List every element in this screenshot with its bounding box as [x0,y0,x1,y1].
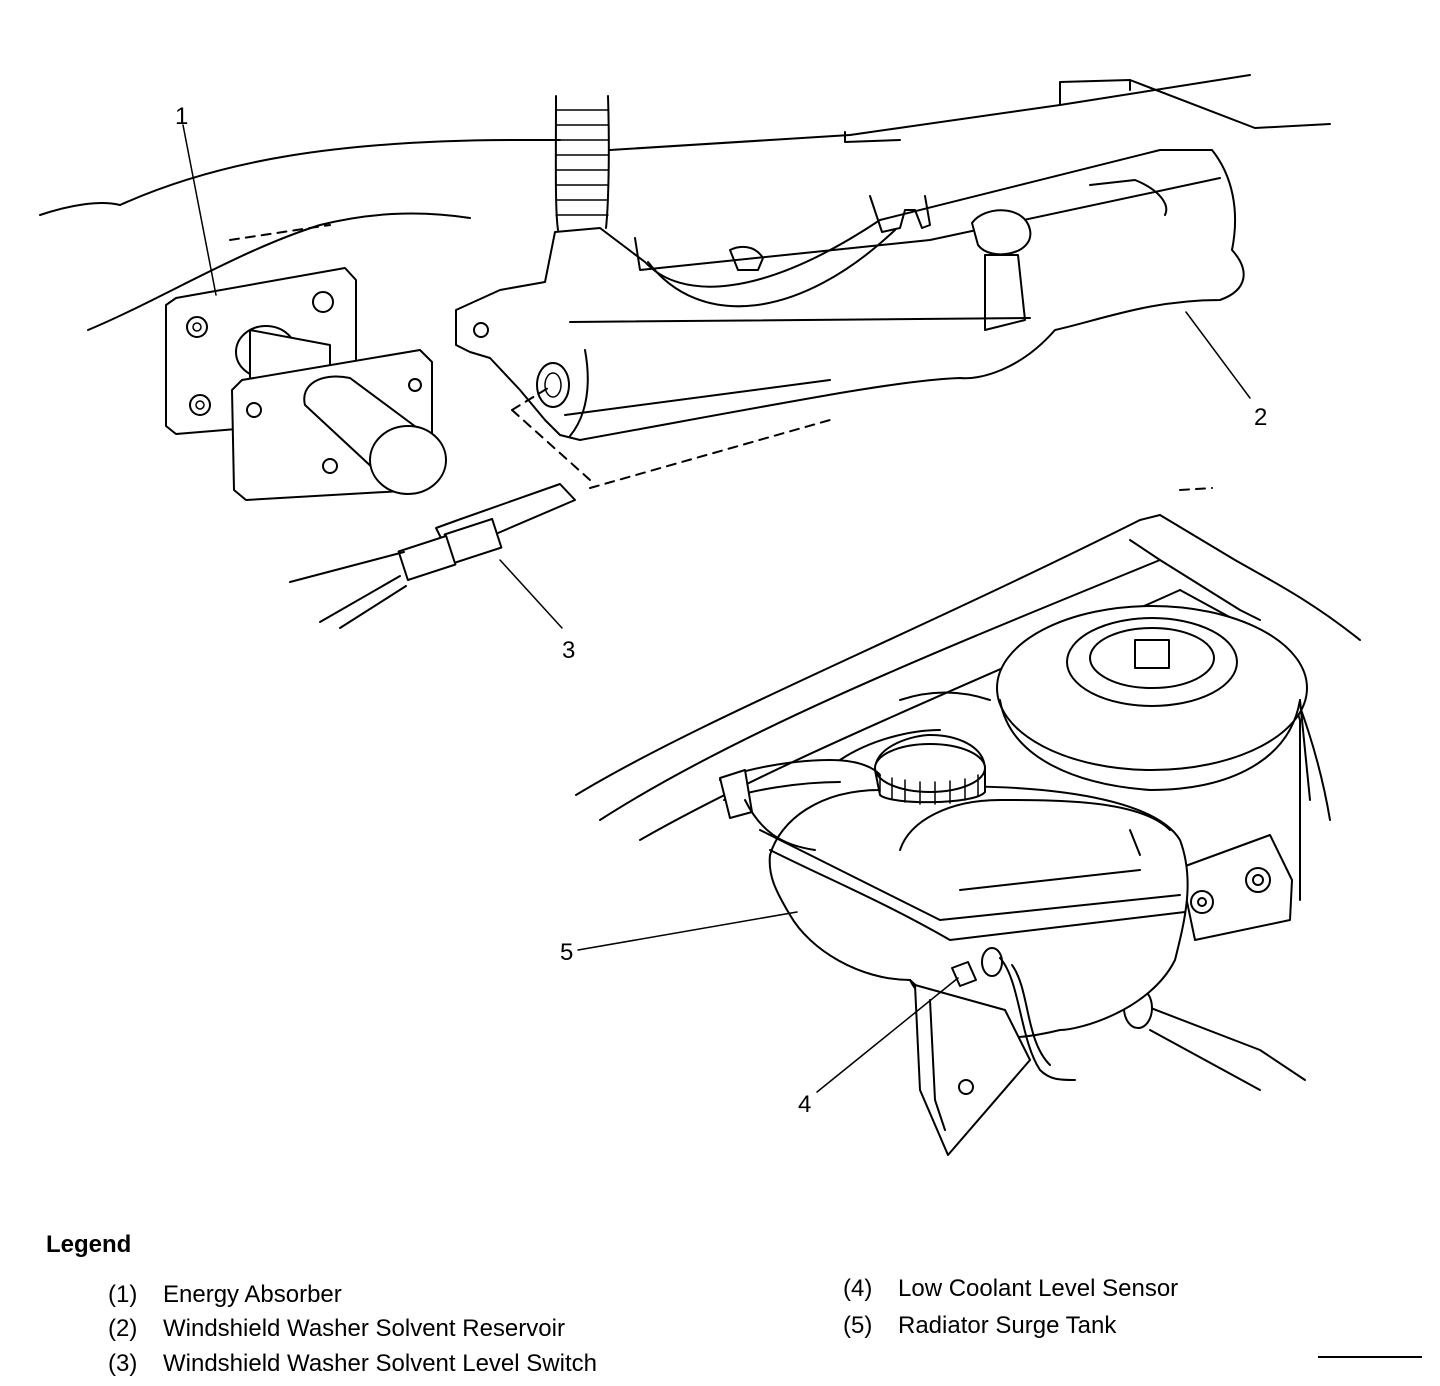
line-drawing: 1 2 3 [39,74,1361,1156]
callout-leader-2 [1185,311,1251,399]
callout-label-1: 1 [175,103,188,130]
legend-item-number: (5) [843,1312,873,1339]
legend-item-4: (4) Low Coolant Level Sensor [843,1275,1178,1303]
washer-reservoir-drawing [455,95,1245,441]
energy-absorber-drawing [165,267,447,501]
legend-title: Legend [46,1231,132,1258]
washer-level-switch-drawing [289,387,831,629]
callout-label-2: 2 [1254,404,1267,431]
component-locator-illustration: 1 2 3 [39,74,1361,1156]
legend-item-number: (4) [843,1275,873,1302]
legend-item-text: Low Coolant Level Sensor [898,1275,1179,1302]
callout-leader-5 [577,911,798,951]
callout-leader-1 [182,124,217,296]
surge-tank-drawing [719,729,1189,1156]
legend-item-text: Energy Absorber [163,1281,342,1308]
legend-item-5: (5) Radiator Surge Tank [843,1312,1116,1340]
legend-item-number: (3) [108,1350,138,1377]
legend-item-3: (3) Windshield Washer Solvent Level Switc… [108,1350,597,1378]
callout-label-4: 4 [798,1091,811,1118]
footer-rule [1318,1356,1422,1358]
legend-item-number: (1) [108,1281,138,1308]
callout-label-3: 3 [562,637,575,664]
legend-item-text: Windshield Washer Solvent Reservoir [163,1315,565,1342]
callout-label-5: 5 [560,939,573,966]
legend-item-2: (2) Windshield Washer Solvent Reservoir [108,1315,565,1343]
legend-item-text: Windshield Washer Solvent Level Switch [163,1350,597,1377]
body-panel-upper [39,74,1331,331]
legend-item-number: (2) [108,1315,138,1342]
callout-leader-3 [499,559,563,629]
callout-leader-4 [816,977,959,1093]
legend-item-1: (1) Energy Absorber [108,1281,342,1309]
legend-item-text: Radiator Surge Tank [898,1312,1117,1339]
engine-compartment-drawing [575,487,1361,1091]
